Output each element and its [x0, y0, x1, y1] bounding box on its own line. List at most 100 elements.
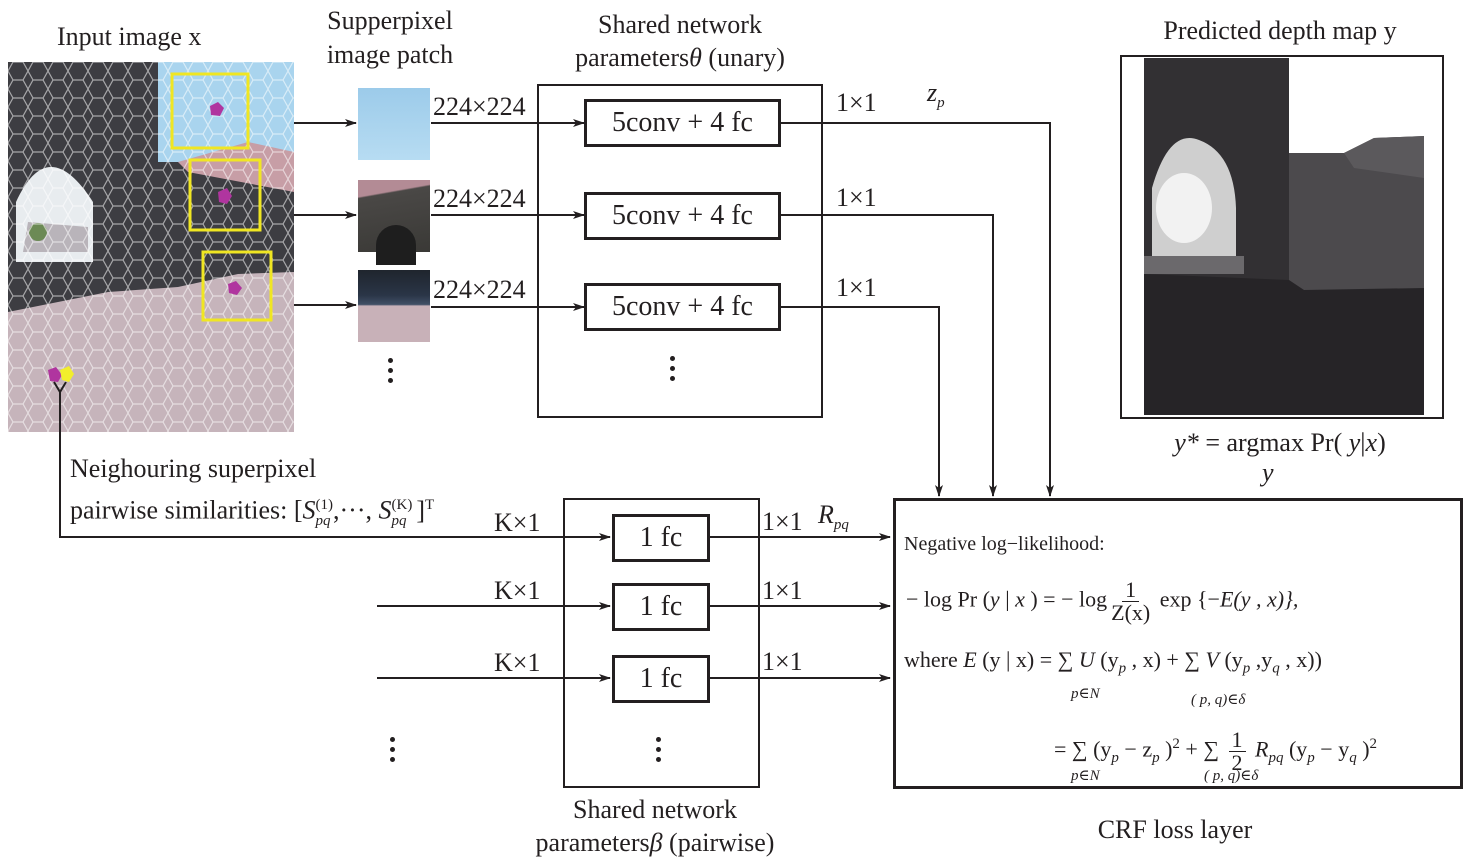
pairwise-network-title-line2: parametersβ (pairwise) — [495, 828, 815, 858]
crf-heading: Negative log−likelihood: — [904, 533, 1105, 555]
superpixel-marker-2 — [218, 188, 232, 204]
input-image-title: Input image x — [57, 22, 202, 51]
unary-block-3[interactable]: 5conv + 4 fc — [584, 283, 781, 331]
depth-map-image — [1144, 58, 1424, 415]
patches-title-line1: Supperpixel — [327, 6, 453, 35]
highlight-box-wall — [188, 158, 262, 232]
eq2-where: where — [904, 647, 964, 672]
crf-loss-box: Negative log−likelihood: − log Pr (y | x… — [893, 498, 1463, 789]
eq3-square: 2 — [1172, 736, 1180, 753]
eq2-part-e: ,y — [1250, 647, 1273, 672]
eq3-sub-p3: p — [1307, 749, 1315, 766]
patches-title-line2: image patch — [326, 40, 454, 69]
patch-size-label-2: 224×224 — [433, 184, 526, 213]
formula-close: ) — [1377, 428, 1386, 457]
pairwise-input-more-dots — [390, 737, 396, 767]
theta-symbol: θ — [689, 43, 702, 72]
arrow-unary-out-3 — [781, 306, 943, 497]
eq2-sub-q: q — [1272, 660, 1280, 677]
unary-network-title-line1: Shared network — [598, 10, 762, 39]
s-symbol-k: S — [378, 495, 392, 525]
pairwise-block-1[interactable]: 1 fc — [612, 514, 710, 562]
eq3-sub-pq: pq — [1268, 749, 1284, 766]
argmax-text: = argmax Pr( — [1198, 428, 1349, 457]
eq3-part-f: − y — [1314, 736, 1350, 762]
crf-equation-line2: where E (y | x) = ∑ U (yp , x) + ∑ V (yp… — [904, 647, 1322, 681]
unary-title-suffix: (unary) — [701, 43, 785, 72]
unary-network-box — [537, 84, 823, 418]
patches-more-dots — [388, 358, 394, 388]
pairwise-block-3[interactable]: 1 fc — [612, 655, 710, 703]
formula-x: x — [1365, 428, 1378, 457]
eq1-y: y — [989, 586, 1000, 612]
rpq-symbol-r: R — [818, 500, 834, 529]
eq1-bar: | — [999, 586, 1016, 612]
similarity-separator: ,···, — [333, 495, 379, 525]
eq2-V: V — [1205, 647, 1219, 672]
patch-size-label-1: 224×224 — [433, 92, 526, 121]
eq3-sum-index-unary: p∈N — [1071, 768, 1100, 784]
input-image — [8, 62, 294, 432]
eq3-sum-index-pair: ( p, q)∈δ — [1204, 768, 1259, 784]
superpixel-marker-1 — [210, 102, 224, 116]
rpq-symbol: Rpq — [818, 500, 849, 540]
arrow-unary-out-1 — [781, 122, 1054, 497]
s-indices-k: (K)pq — [392, 497, 413, 529]
depth-formula: y* = argmax Pr( y|x) — [1120, 428, 1440, 458]
eq2-sum-index-unary: p∈N — [1071, 686, 1100, 702]
eq2-part-d: (y — [1218, 647, 1243, 672]
beta-symbol: β — [649, 828, 663, 857]
eq3-sub-p: p — [1111, 749, 1119, 766]
arrow-unary-out-2 — [781, 214, 997, 497]
eq1-part-b: ) = − log — [1024, 586, 1108, 612]
similarity-label-line1: Neighouring superpixel — [70, 454, 317, 483]
pairwise-network-box — [563, 498, 760, 788]
s-sub-1: pq — [315, 512, 331, 529]
unary-more-dots — [670, 356, 676, 386]
eq3-part-c: ) — [1159, 736, 1173, 762]
pairwise-input-label-1: K×1 — [494, 508, 541, 537]
pairwise-input-label-2: K×1 — [494, 576, 541, 605]
eq2-part-a: (y | x) = ∑ — [976, 647, 1079, 672]
eq2-E: E — [963, 647, 977, 672]
eq3-part-g: ) — [1356, 736, 1370, 762]
unary-block-2[interactable]: 5conv + 4 fc — [584, 192, 781, 240]
crf-caption: CRF loss layer — [1097, 815, 1253, 844]
eq3-part-d: + ∑ — [1179, 736, 1225, 762]
patch-wall-arch — [376, 225, 416, 265]
pairwise-network-title-line1: Shared network — [573, 795, 737, 824]
eq2-sub-p2: p — [1242, 660, 1251, 677]
patch-ground — [358, 270, 430, 342]
pairwise-output-label-1: 1×1 — [762, 507, 803, 536]
argmax-subscript: y — [1262, 458, 1274, 487]
unary-output-label-2: 1×1 — [836, 183, 877, 212]
unary-output-label-3: 1×1 — [836, 273, 877, 302]
similarity-label-line2: pairwise similarities: [S(1)pq,···, S(K)… — [70, 490, 434, 529]
unary-output-label-1: 1×1 — [836, 88, 877, 117]
eq3-part-b: − z — [1118, 736, 1153, 762]
similarity-close: ] — [416, 495, 425, 525]
s-sup-1: (1) — [315, 496, 334, 513]
unary-network-title-line2: parametersθ (unary) — [520, 43, 840, 73]
neighbor-marker-a — [48, 367, 62, 382]
pairwise-input-label-3: K×1 — [494, 648, 541, 677]
pairwise-output-label-2: 1×1 — [762, 576, 803, 605]
eq1-part-d: (y , x)}, — [1233, 586, 1299, 612]
eq2-part-f: , x)) — [1279, 647, 1322, 672]
s-indices-1: (1)pq — [316, 497, 334, 529]
eq2-sub-p: p — [1118, 660, 1127, 677]
neighbor-marker-b — [60, 366, 74, 382]
eq1-x: x — [1015, 586, 1025, 612]
unary-block-1[interactable]: 5conv + 4 fc — [584, 99, 781, 147]
eq3-R: R — [1249, 736, 1269, 762]
eq3-part-a: = ∑ (y — [1054, 736, 1112, 762]
eq1-E: E — [1219, 586, 1234, 612]
eq1-part-a: − log Pr ( — [906, 586, 990, 612]
eq1-frac-den: Z(x) — [1111, 600, 1151, 625]
pairwise-block-2[interactable]: 1 fc — [612, 583, 710, 631]
superpixel-marker-3 — [228, 281, 242, 295]
formula-bar: | — [1360, 428, 1366, 457]
